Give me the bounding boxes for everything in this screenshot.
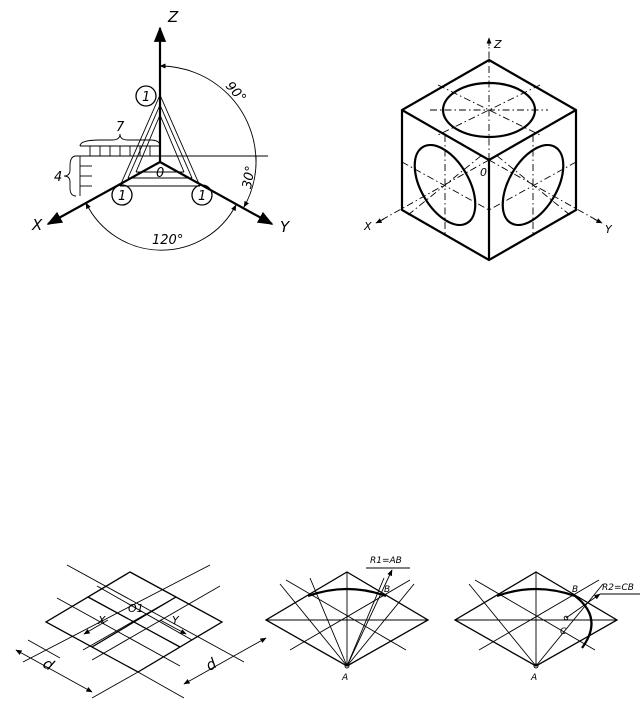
fig1-arc-30 (243, 155, 257, 208)
fig2-x-axis (377, 159, 490, 223)
fig2-isometric-cube: Z X Y 0 (363, 37, 613, 262)
fig3-label-center: O1 (128, 602, 144, 615)
fig1-unit-marker-right (191, 184, 213, 206)
fig3-rhombus-grid: O1 X Y d d (15, 564, 267, 699)
fig2-ellipse-right (501, 143, 565, 227)
fig1-unit-marker-left (111, 184, 133, 206)
fig1-unit-lines (119, 94, 201, 187)
fig1-brace-left (63, 155, 77, 197)
fig1-arc-90 (159, 63, 257, 163)
fig4-radius-leader (346, 569, 393, 667)
fig1-label-angle-120: 120° (152, 233, 183, 248)
fig1-label-y: Y (280, 218, 291, 236)
fig5-label-c: C (560, 627, 567, 637)
fig1-label-unit-top: 1 (142, 90, 150, 105)
fig5-arc-side (574, 595, 593, 649)
fig2-label-z: Z (493, 38, 502, 51)
fig5-rhombus-r2: R2=CB B C A (453, 571, 640, 683)
fig4-arc (307, 587, 387, 598)
fig1-label-angle-30: 30° (240, 165, 259, 190)
fig2-ellipse-left (413, 143, 477, 227)
fig1-label-unit-right: 1 (198, 189, 206, 204)
fig5-arc-top (496, 587, 576, 598)
fig4-label-b: B (384, 585, 390, 595)
fig4-rhombus-r1: R1=AB B A (264, 556, 430, 683)
fig5-label-radius: R2=CB (602, 583, 634, 593)
fig5-label-a: A (530, 673, 537, 683)
fig2-label-x: X (363, 220, 372, 233)
fig1-unit-grid (63, 133, 161, 197)
fig1-label-x: X (31, 216, 43, 234)
fig3-label-d-right: d (203, 654, 221, 675)
fig1-label-origin: 0 (156, 166, 164, 181)
fig1-label-z: Z (167, 8, 179, 26)
fig3-axis-y (159, 619, 187, 635)
fig1-unit-marker-top (135, 85, 157, 107)
fig3-label-y: Y (172, 614, 180, 627)
fig1-axes-diagram: Z X Y 0 90° 30° 120° 7 4 1 1 1 (31, 8, 291, 251)
fig2-label-origin: 0 (480, 166, 487, 179)
fig1-label-dim-7: 7 (116, 120, 125, 135)
fig1-label-dim-4: 4 (54, 170, 62, 185)
fig1-brace-top (79, 133, 161, 147)
fig3-axis-x (83, 619, 109, 635)
fig1-arc-120 (85, 202, 237, 251)
fig5-label-b: B (572, 585, 578, 595)
fig2-label-y: Y (605, 223, 613, 236)
fig4-label-radius: R1=AB (370, 556, 402, 566)
fig1-x-axis (46, 161, 161, 225)
fig3-dim-d-right (183, 637, 267, 685)
fig1-label-angle-90: 90° (222, 79, 249, 106)
fig3-dim-d-left (15, 649, 93, 693)
fig3-label-x: X (97, 614, 106, 627)
fig2-cube-inner-edges (401, 109, 577, 260)
fig4-label-a: A (341, 673, 348, 683)
fig2-y-axis (488, 159, 601, 223)
fig1-label-unit-left: 1 (118, 189, 126, 204)
fig5-radius-leader (565, 593, 601, 619)
